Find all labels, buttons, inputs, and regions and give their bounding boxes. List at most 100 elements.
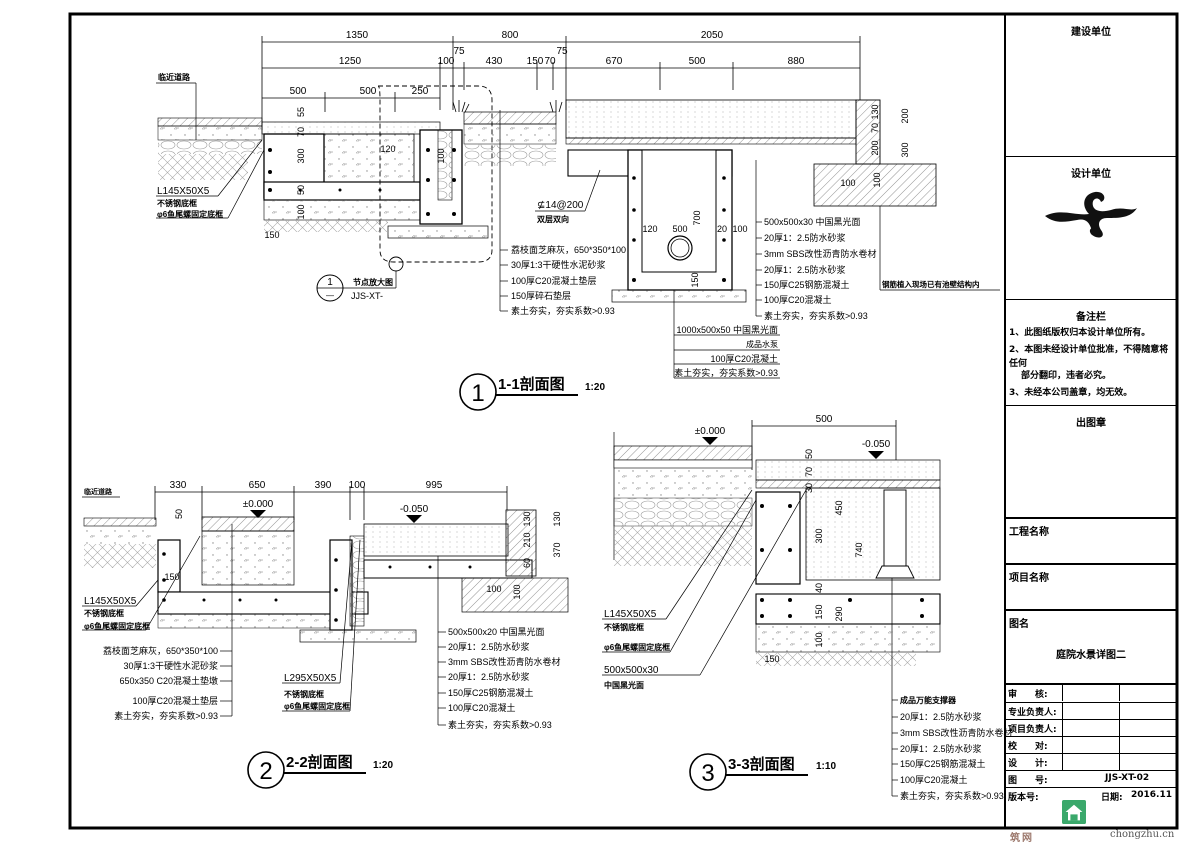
s2-title: 2-2剖面图: [286, 753, 353, 771]
drawing-name-cell: 图名 庭院水景详图二: [1005, 609, 1177, 683]
dim-800: 800: [502, 30, 519, 41]
s2-layer-a-2: 650x350 C20混凝土垫墩: [119, 675, 218, 686]
s2-dim-50: 50: [174, 509, 184, 519]
client-label: 建设单位: [1071, 27, 1111, 38]
dim-l-70: 70: [296, 127, 306, 137]
dim-basin-20: 20: [717, 224, 727, 234]
note-3: 3、未经本公司盖章，均无效。: [1009, 388, 1133, 398]
dim-r-200b: 200: [870, 140, 880, 155]
detail-ref-code: JJS-XT-: [351, 291, 383, 301]
s1-layer-b-2: 3mm SBS改性沥青防水卷材: [764, 248, 877, 259]
dim-r-200a: 200: [900, 108, 910, 123]
s1-layer-c-2: 100厚C20混凝土: [710, 353, 778, 364]
s2-road-label: 临近道路: [84, 487, 113, 496]
note-2: 2、本图未经设计单位批准，不得随意将任何: [1009, 345, 1169, 369]
signature-table: 审 核: 专业负责人: 项目负责人: 校 对: 设 计: 图 号:JJS-XT-…: [1005, 683, 1177, 828]
dim-100: 100: [438, 56, 455, 67]
s3-layer-1: 20厚1：2.5防水砂浆: [900, 711, 982, 722]
s1-layer-c-3: 素土夯实，夯实系数>0.93: [674, 367, 778, 378]
s3-stone-label: 500x500x30: [604, 665, 659, 676]
s2-dim-210: 210: [522, 532, 532, 547]
s3-dim-450: 450: [834, 500, 844, 515]
date-label: 日期:: [1101, 793, 1123, 803]
dim-500: 500: [689, 56, 706, 67]
s2-dim-995: 995: [426, 480, 443, 491]
dim-basin-700: 700: [692, 210, 702, 225]
s2-dim-150: 150: [164, 572, 179, 582]
s3-elev-a: ±0.000: [695, 426, 726, 437]
s3-title-circle: [689, 753, 727, 791]
s2-layer-b-0: 500x500x20 中国黑光面: [448, 626, 545, 637]
s3-title: 3-3剖面图: [728, 755, 795, 773]
title-block: 建设单位 设计单位 备注栏 1、此图纸版权归本设计单位所有。 2、本图未经设计单…: [1005, 15, 1177, 828]
dim-500a: 500: [290, 86, 307, 97]
s3-dim-150b: 150: [764, 654, 779, 664]
s3-layer-0: 成品万能支撑器: [900, 695, 957, 705]
s3-dim-290: 290: [834, 606, 844, 621]
s1-layer-b-6: 素土夯实，夯实系数>0.93: [764, 310, 868, 321]
dim-75b: 75: [556, 46, 568, 57]
sig-label-discipline-lead: 专业负责人:: [1008, 708, 1057, 718]
s3-dim-50: 50: [804, 449, 814, 459]
sig-label-review: 审 核:: [1008, 690, 1048, 700]
s2-dim-330: 330: [170, 480, 187, 491]
s1-scale: 1:20: [585, 382, 605, 393]
dim-250: 250: [412, 86, 429, 97]
s2-dim-60: 60: [522, 558, 532, 568]
section-2-2: 330 650 390 100 995 ±0.000 -0.050 临近道路: [82, 480, 569, 789]
sheet-frame: [68, 12, 1179, 830]
section-3-3: 500 ±0.000 -0.050 50 70 30 300 450: [602, 414, 1013, 801]
watermark-url: chongzhu.cn: [1110, 829, 1175, 840]
s3-layer-5: 100厚C20混凝土: [900, 774, 968, 785]
s2-angle2-sub2: φ6鱼尾螺固定底框: [284, 701, 350, 711]
s1-right-note: 钢筋植入现场已有池壁结构内: [882, 279, 980, 289]
s3-dim-300: 300: [814, 528, 824, 543]
sig-label-drawing-no: 图 号:: [1008, 776, 1048, 786]
dim-670: 670: [606, 56, 623, 67]
s2-angle2-sub1: 不锈钢底框: [284, 689, 324, 699]
date-value: 2016.11: [1131, 790, 1172, 800]
s3-elev-a-marker: [702, 437, 718, 445]
s1-layer-c-1: 成品水泵: [746, 339, 778, 349]
stamp-label: 出图章: [1076, 418, 1106, 429]
s1-layer-b-0: 500x500x30 中国黑光面: [764, 216, 861, 227]
s1-title-circle: [459, 373, 497, 411]
rebar-label: ⊈14@200: [537, 200, 584, 211]
stamp-cell: 出图章: [1005, 405, 1177, 517]
s2-scale: 1:20: [373, 760, 393, 771]
dim-l-55: 55: [296, 107, 306, 117]
s2-dim-390: 390: [315, 480, 332, 491]
sig-label-project-lead: 项目负责人:: [1008, 725, 1057, 735]
s2-title-number: 2: [259, 758, 272, 785]
dim-1250: 1250: [339, 56, 362, 67]
dim-basin-150: 150: [690, 272, 700, 287]
s3-layer-2: 3mm SBS改性沥青防水卷材: [900, 727, 1013, 738]
designer-cell: 设计单位: [1005, 156, 1177, 299]
s3-stone-sub: 中国黑光面: [604, 680, 644, 690]
dim-basin-120: 120: [642, 224, 657, 234]
dim-880: 880: [788, 56, 805, 67]
s2-layer-b-1: 20厚1：2.5防水砂浆: [448, 641, 530, 652]
s1-layer-a-0: 荔枝面芝麻灰，650*350*100: [511, 244, 626, 255]
s2-elev-b: -0.050: [400, 504, 429, 515]
dim-75a: 75: [453, 46, 465, 57]
s2-angle2-label: L295X50X5: [284, 673, 337, 684]
sig-row-version: 版本号:日期:2016.11: [1005, 787, 1177, 804]
s1-angle-sub1: 不锈钢底框: [157, 198, 197, 208]
s2-dim-100: 100: [349, 480, 366, 491]
s1-layer-b-3: 20厚1：2.5防水砂浆: [764, 264, 846, 275]
dim-r-70: 70: [870, 123, 880, 133]
notes-cell: 备注栏 1、此图纸版权归本设计单位所有。 2、本图未经设计单位批准，不得随意将任…: [1005, 299, 1177, 405]
s2-elev-a: ±0.000: [243, 499, 274, 510]
s2-angle-sub2: φ6鱼尾螺固定底框: [84, 621, 150, 631]
sig-row-drawing-no: 图 号:JJS-XT-02: [1005, 770, 1177, 787]
s1-layer-a-2: 100厚C20混凝土垫层: [511, 275, 597, 286]
detail-ref-number: 1: [327, 277, 333, 288]
dim-150: 150: [527, 56, 544, 67]
dim-430: 430: [486, 56, 503, 67]
dim-l-300: 300: [296, 148, 306, 163]
s3-elev-b: -0.050: [862, 439, 891, 450]
dim-l-100: 100: [296, 204, 306, 219]
s2-layer-a-3: 100厚C20混凝土垫层: [132, 695, 218, 706]
dim-r-100b: 100: [872, 172, 882, 187]
